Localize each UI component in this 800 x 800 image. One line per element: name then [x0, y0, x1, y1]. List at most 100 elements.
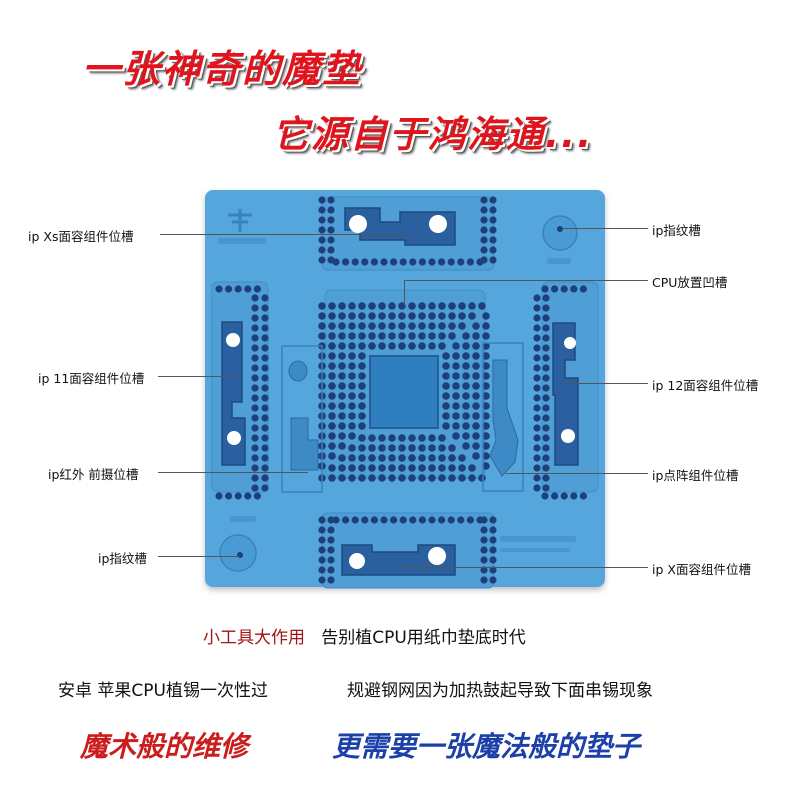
hole: [542, 364, 550, 372]
hole: [542, 374, 550, 382]
hole: [318, 536, 326, 544]
hole: [533, 454, 541, 462]
hole: [447, 516, 455, 524]
hole: [370, 258, 378, 266]
hole: [457, 258, 465, 266]
hole: [328, 464, 336, 472]
hole: [408, 474, 416, 482]
hole: [328, 412, 336, 420]
hole: [327, 216, 335, 224]
hole: [261, 374, 269, 382]
callout-line: [562, 228, 648, 229]
hole: [318, 206, 326, 214]
hole: [358, 322, 366, 330]
hole: [261, 344, 269, 352]
hole: [533, 354, 541, 362]
hole: [428, 302, 436, 310]
hole: [388, 312, 396, 320]
hole: [438, 516, 446, 524]
hole: [244, 492, 252, 500]
hole: [318, 526, 326, 534]
hole: [318, 576, 326, 584]
hole: [448, 454, 456, 462]
hole: [533, 474, 541, 482]
hole: [480, 526, 488, 534]
hole: [251, 334, 259, 342]
hole: [438, 474, 446, 482]
hole: [328, 302, 336, 310]
hole: [438, 258, 446, 266]
hole: [438, 444, 446, 452]
callout-ip-ir-front-camera-slot: ip红外 前摄位槽: [48, 467, 139, 482]
right-component-slot: [552, 322, 579, 466]
hole: [472, 332, 480, 340]
slogan-red: 魔术般的维修: [80, 730, 249, 763]
hole: [478, 302, 486, 310]
hole: [348, 474, 356, 482]
hole: [378, 342, 386, 350]
hole: [378, 454, 386, 462]
hole: [472, 352, 480, 360]
hole: [442, 422, 450, 430]
hole: [533, 324, 541, 332]
hole: [462, 382, 470, 390]
hole: [251, 394, 259, 402]
hole: [438, 322, 446, 330]
hole: [489, 576, 497, 584]
hole: [448, 322, 456, 330]
hole: [428, 434, 436, 442]
hole: [533, 484, 541, 492]
hole: [348, 352, 356, 360]
hole: [462, 422, 470, 430]
hole: [388, 342, 396, 350]
hole: [368, 454, 376, 462]
hole: [338, 332, 346, 340]
callout-line: [158, 472, 308, 473]
hole: [462, 432, 470, 440]
hole: [251, 344, 259, 352]
hole: [458, 302, 466, 310]
hole: [348, 302, 356, 310]
hole: [533, 464, 541, 472]
hole: [251, 374, 259, 382]
hole: [338, 362, 346, 370]
hole: [368, 302, 376, 310]
hole: [368, 444, 376, 452]
hole: [348, 362, 356, 370]
hole: [489, 216, 497, 224]
hole: [466, 258, 474, 266]
hole: [542, 404, 550, 412]
hole: [458, 454, 466, 462]
hole: [428, 474, 436, 482]
hole: [328, 474, 336, 482]
hole: [533, 314, 541, 322]
hole: [533, 344, 541, 352]
hole: [468, 302, 476, 310]
hole: [261, 304, 269, 312]
hole: [388, 474, 396, 482]
hole: [418, 258, 426, 266]
hole: [480, 206, 488, 214]
hole: [542, 354, 550, 362]
hole: [482, 392, 490, 400]
hole: [442, 402, 450, 410]
hole: [458, 474, 466, 482]
hole: [251, 304, 259, 312]
hole: [378, 302, 386, 310]
hole: [533, 424, 541, 432]
hole: [482, 432, 490, 440]
hole: [408, 342, 416, 350]
hole: [442, 352, 450, 360]
caption-line-2a: 安卓 苹果CPU植锡一次性过: [58, 681, 268, 701]
hole: [399, 258, 407, 266]
hole: [348, 432, 356, 440]
hole: [251, 424, 259, 432]
hole: [390, 258, 398, 266]
hole: [452, 422, 460, 430]
hole: [468, 312, 476, 320]
cpu-recess: [369, 355, 439, 429]
hole: [358, 352, 366, 360]
hole: [542, 474, 550, 482]
hole: [261, 454, 269, 462]
hole: [390, 516, 398, 524]
